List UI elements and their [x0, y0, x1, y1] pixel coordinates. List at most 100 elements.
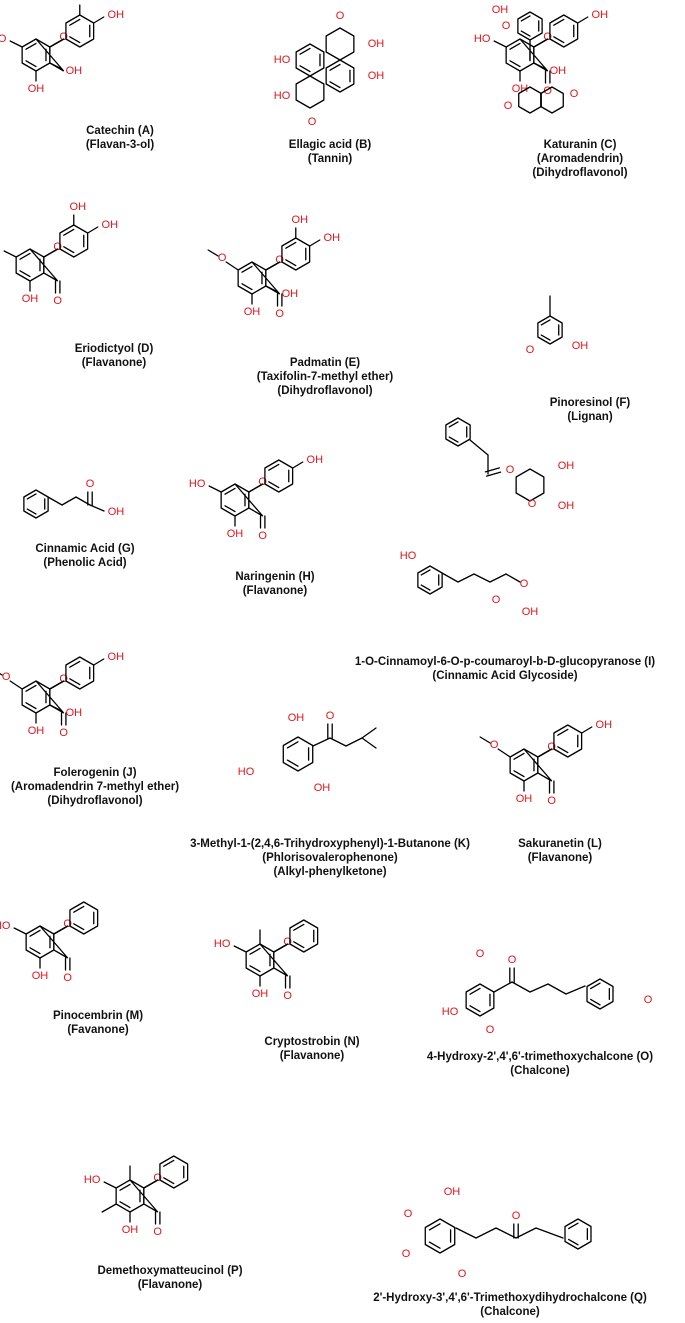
bond	[292, 461, 304, 469]
caption-line: (Phenolic Acid)	[43, 557, 127, 569]
atom-label: O	[528, 498, 537, 510]
caption-line: Folerogenin (J)	[53, 767, 137, 779]
atom-label: O	[543, 85, 552, 97]
bond	[329, 737, 347, 747]
double-bond	[63, 246, 75, 254]
ring-bond	[295, 75, 325, 109]
double-bond	[293, 941, 305, 949]
bond	[3, 250, 17, 258]
atom-label: O	[504, 100, 513, 112]
caption-sakuranetin: Sakuranetin (L) (Flavanone)	[480, 837, 640, 865]
caption-line: (Flavanone)	[242, 585, 308, 597]
atom-label: O	[258, 530, 267, 542]
double-bond	[69, 660, 81, 668]
atom-label: O	[543, 31, 552, 43]
atom-label: O	[402, 1248, 411, 1260]
atom-label: O	[275, 254, 284, 266]
caption-line: Catechin (A)	[86, 125, 154, 137]
atom-label: OH	[288, 712, 305, 724]
caption-line: Katuranin (C)	[543, 139, 617, 151]
bond	[208, 485, 222, 493]
ring-bond	[259, 943, 289, 977]
double-bond	[286, 759, 299, 767]
atom-label: OH	[66, 65, 83, 77]
double-bond	[329, 81, 341, 89]
double-bond	[19, 270, 31, 278]
ring-bond	[69, 901, 99, 935]
atom-label: OH	[292, 214, 309, 226]
bond	[533, 62, 547, 70]
atom-label: HO	[214, 938, 231, 950]
bond	[479, 736, 491, 744]
double-bond	[299, 65, 311, 73]
double-bond	[73, 905, 85, 913]
caption-line: (Aromadendrin)	[536, 153, 624, 165]
bond	[484, 467, 501, 473]
atom-label: HO	[400, 550, 417, 562]
double-bond	[589, 982, 601, 990]
bond	[93, 658, 105, 666]
atom-label: OH	[444, 1186, 461, 1198]
atom-label: OH	[102, 219, 119, 231]
atom-label: OH	[28, 83, 45, 95]
caption-eriodictyol: Eriodictyol (D) (Flavanone)	[34, 342, 194, 370]
caption-line: Ellagic acid (B)	[288, 139, 372, 151]
atom-label: HO	[84, 1174, 101, 1186]
caption-line: (Tannin)	[307, 153, 353, 165]
atom-label: O	[53, 295, 62, 307]
double-bond	[249, 947, 261, 955]
bond	[0, 672, 3, 676]
atom-label: O	[59, 31, 68, 43]
bond	[469, 439, 489, 456]
atom-label: HO	[0, 33, 7, 45]
ring-bond	[35, 38, 65, 72]
bond	[485, 471, 502, 477]
bond	[225, 261, 239, 271]
bond	[495, 1227, 517, 1239]
bond	[89, 504, 105, 512]
double-bond	[589, 998, 601, 1006]
double-bond	[163, 1159, 175, 1167]
double-bond	[69, 678, 81, 686]
bond	[47, 496, 63, 506]
bond	[533, 38, 549, 48]
atom-label: HO	[238, 766, 255, 778]
bond	[537, 748, 553, 758]
bond	[511, 981, 531, 993]
caption-line: (Dihydroflavonol)	[532, 167, 628, 179]
bond	[43, 248, 59, 258]
double-bond	[448, 421, 459, 428]
atom-label: O	[512, 1210, 521, 1222]
atom-label: O	[283, 990, 292, 1002]
double-bond	[469, 987, 481, 995]
atom-label: OH	[108, 9, 125, 21]
ring-bond	[537, 315, 563, 345]
atom-label: O	[153, 1172, 162, 1184]
ring-bond	[424, 1218, 456, 1254]
bond	[233, 945, 247, 953]
atom-label: OH	[314, 782, 331, 794]
atom-label: O	[476, 948, 485, 960]
caption-naringenin: Naringenin (H) (Flavanone)	[195, 570, 355, 598]
atom-label: O	[258, 476, 267, 488]
bond	[345, 737, 363, 747]
atom-label: HO	[474, 33, 491, 45]
double-bond	[29, 929, 41, 937]
caption-line: 2'-Hydroxy-3',4',6'-Trimethoxydihydrocha…	[373, 1292, 647, 1304]
caption-line: Demethoxymatteucinol (P)	[97, 1265, 243, 1277]
bond	[103, 1181, 117, 1189]
atom-label: OH	[76, 0, 93, 3]
caption-line: (Alkyl-phenylketone)	[273, 866, 387, 878]
bond	[497, 748, 511, 758]
bond	[489, 573, 507, 583]
caption-cinnamic-acid: Cinnamic Acid (G) (Phenolic Acid)	[5, 542, 165, 570]
atom-label: OH	[108, 506, 125, 518]
double-bond	[241, 265, 253, 273]
atom-label: HO	[442, 1006, 459, 1018]
caption-katuranin: Katuranin (C) (Aromadendrin) (Dihydrofla…	[500, 138, 660, 180]
double-bond	[509, 60, 521, 68]
ring-bond	[325, 27, 355, 61]
bond	[505, 573, 521, 583]
double-bond	[299, 47, 311, 55]
atom-label: OH	[572, 340, 589, 352]
